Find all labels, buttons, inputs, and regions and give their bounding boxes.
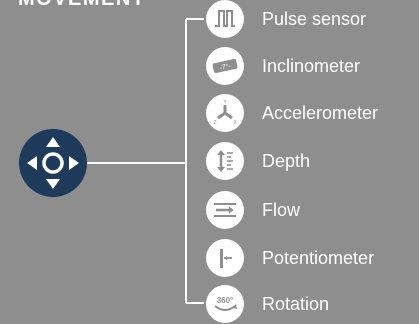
xyz-axes-icon: Y Z X [206,94,244,132]
sensor-label: Inclinometer [262,55,361,76]
movement-hub [18,128,88,198]
axis-label-x: X [233,120,237,126]
sensor-label: Accelerometer [262,102,379,123]
sensor-label: Pulse sensor [262,8,367,29]
sensor-item-depth: Depth [206,141,310,181]
depth-gauge-icon [206,142,244,180]
sensor-label: Rotation [262,293,330,314]
inclinometer-icon-text: -7°- [219,62,232,72]
pulse-wave-icon [206,0,244,38]
rotation-360-icon: 360° [206,285,244,323]
sensor-label: Depth [262,150,311,171]
sensor-item-inclinometer: -7°- Inclinometer [206,46,360,86]
sensor-label: Flow [262,199,301,220]
inclinometer-icon: -7°- [206,47,244,85]
sensor-item-rotation: 360° Rotation [206,284,329,324]
flow-arrow-icon [206,191,244,229]
sensor-item-flow: Flow [206,190,300,230]
axis-label-y: Y [223,100,227,106]
sensor-item-pulse: Pulse sensor [206,0,366,39]
axis-label-z: Z [213,120,216,126]
sensor-item-accelerometer: Y Z X Accelerometer [206,93,378,133]
sensor-label: Potentiometer [262,247,375,268]
section-heading: MOVEMENT [18,0,146,11]
rotation-icon-text: 360° [217,296,234,305]
directional-pad-icon [19,129,87,197]
potentiometer-icon [206,239,244,277]
sensor-item-potentiometer: Potentiometer [206,238,374,278]
